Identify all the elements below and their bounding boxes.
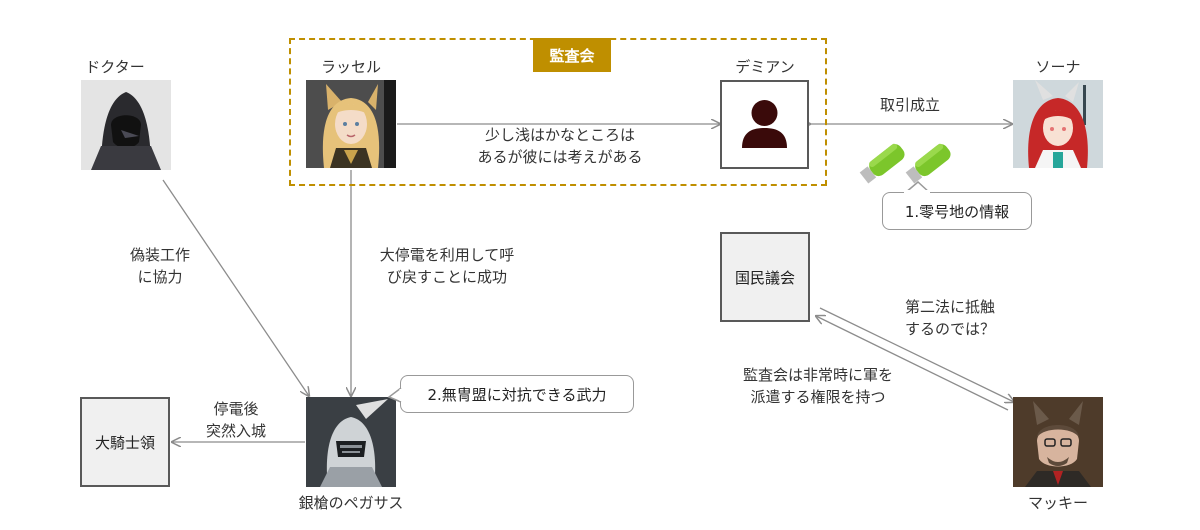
edge-label-russell-demian: 少し浅はかなところは あるが彼には考えがある	[477, 126, 643, 166]
portrait-russell	[306, 80, 396, 168]
fox-girl-icon	[306, 80, 396, 168]
portrait-mackey	[1013, 397, 1103, 487]
edge-label-russell-pegasus: 大停電を利用して呼 び戻すことに成功	[379, 246, 515, 286]
node-label-russell: ラッセル	[320, 58, 381, 76]
edge-label-mackey-parliament: 監査会は非常時に軍を 派遣する権限を持つ	[742, 366, 893, 406]
node-label-demian: デミアン	[735, 58, 795, 76]
node-parliament: 国民議会	[720, 232, 810, 322]
node-label-mackey: マッキー	[1027, 494, 1088, 512]
callout-force: 2.無冑盟に対抗できる武力	[400, 375, 634, 413]
usb-drive-icon	[859, 143, 951, 184]
node-label-pegasus: 銀槍のペガサス	[298, 494, 404, 512]
node-label-doctor: ドクター	[85, 58, 145, 76]
node-label-sona: ソーナ	[1035, 58, 1081, 76]
edge-parliament-mackey	[819, 307, 1014, 402]
wolf-man-icon	[1013, 397, 1103, 487]
node-knights: 大騎士領	[80, 397, 170, 487]
edge-mackey-parliament	[816, 316, 1009, 411]
user-silhouette-icon	[742, 100, 787, 148]
knight-helmet-icon	[306, 397, 396, 487]
red-hair-girl-icon	[1013, 80, 1103, 168]
edge-label-doctor-pegasus: 偽装工作 に協力	[129, 246, 190, 286]
callout-info: 1.零号地の情報	[882, 192, 1032, 230]
portrait-doctor	[81, 80, 171, 170]
usb-drives	[858, 130, 958, 188]
group-label: 監査会	[533, 38, 611, 72]
edge-doctor-pegasus	[162, 179, 309, 396]
portrait-pegasus	[306, 397, 396, 487]
edge-label-pegasus-knights: 停電後 突然入城	[205, 400, 266, 440]
portrait-sona	[1013, 80, 1103, 168]
node-demian	[720, 80, 809, 169]
edge-label-demian-sona: 取引成立	[879, 96, 940, 114]
hooded-figure-icon	[81, 80, 171, 170]
edge-label-parliament-mackey: 第二法に抵触 するのでは？	[904, 298, 995, 338]
